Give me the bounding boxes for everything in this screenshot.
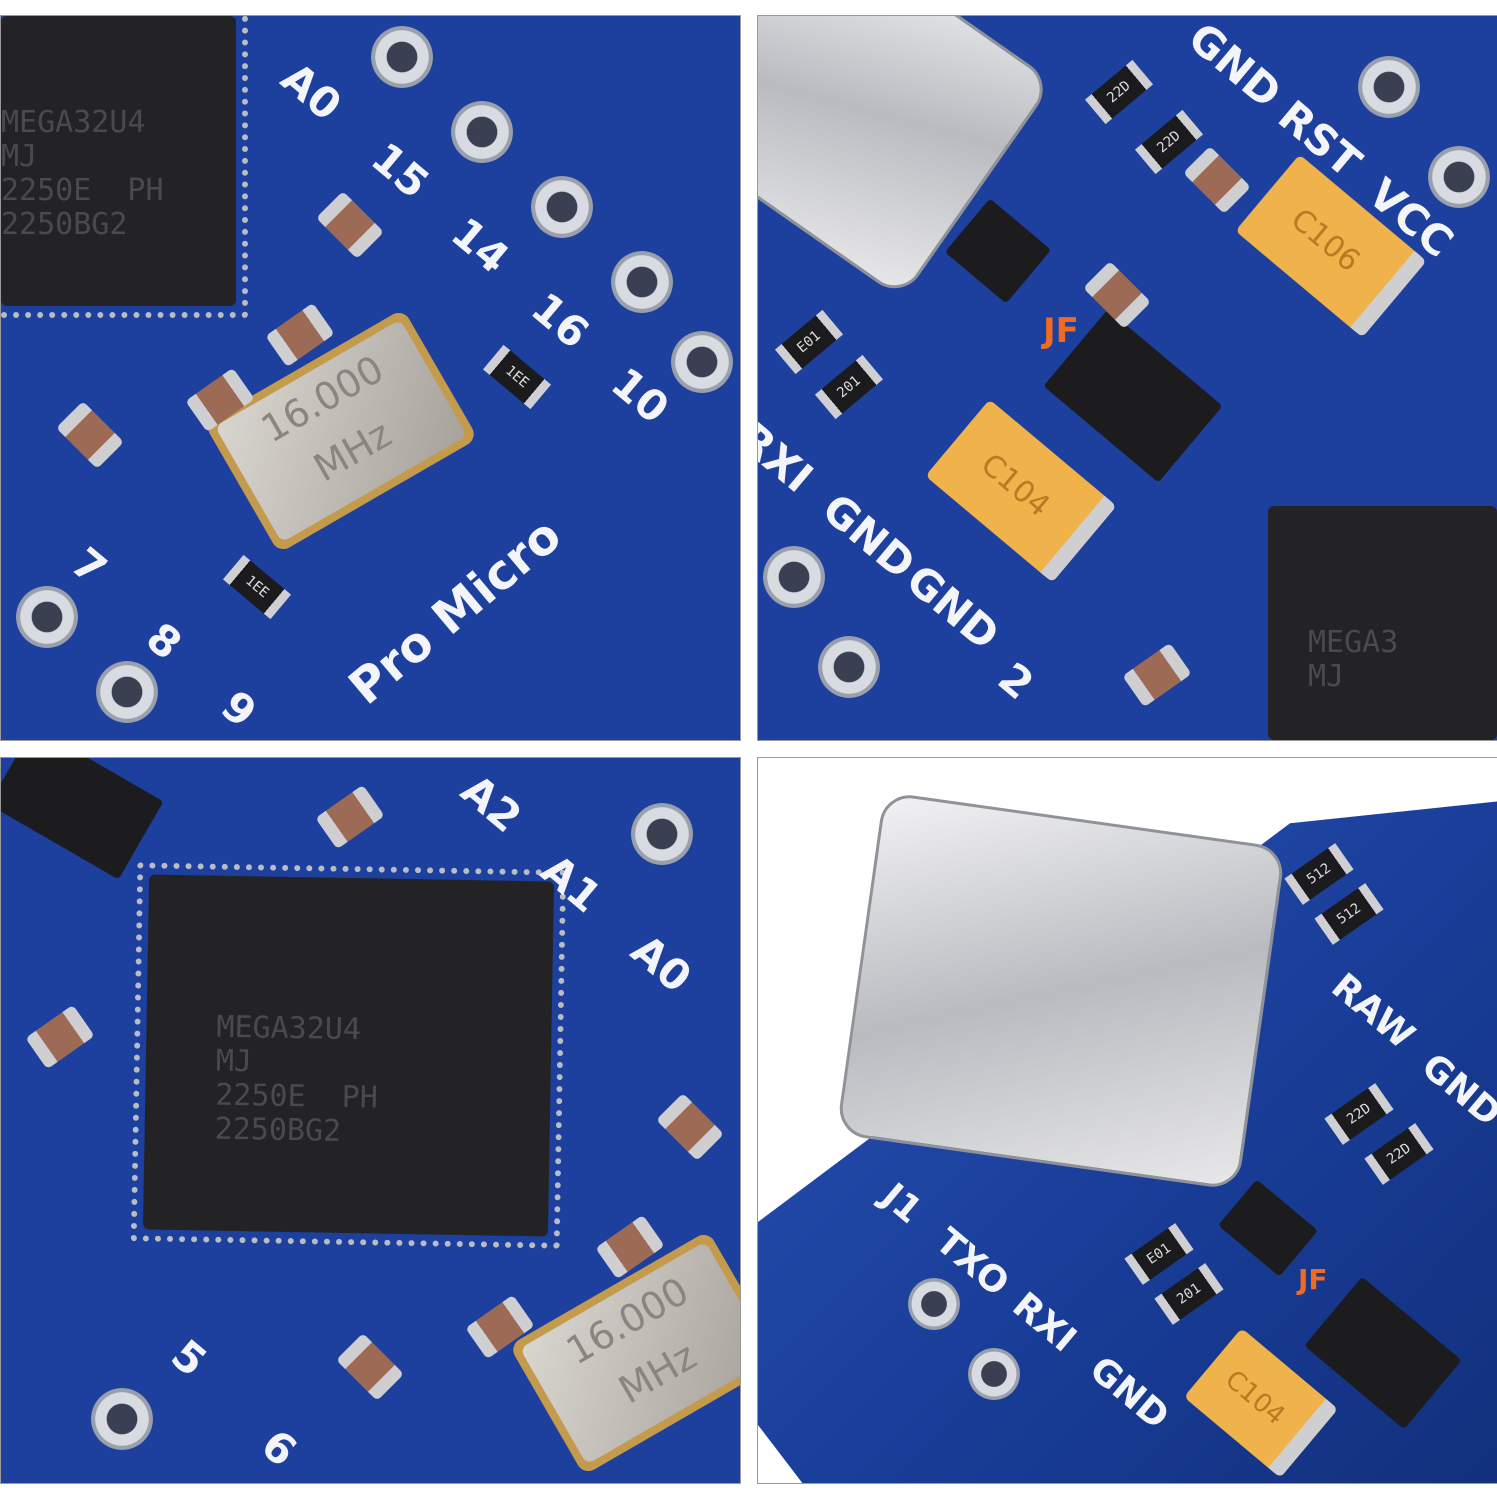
mcu-chip: MEGA32U4 MJ 2250E PH 2250BG2	[130, 862, 567, 1249]
pin-hole	[371, 26, 433, 88]
silk-label: 5	[162, 1329, 216, 1387]
capacitor	[316, 191, 384, 259]
silk-label: 2	[989, 652, 1043, 710]
capacitor	[656, 1093, 724, 1161]
resistor: 1EE	[222, 554, 292, 620]
pin-hole	[671, 331, 733, 393]
resistor: 22D	[1084, 59, 1154, 125]
usb-c-connector	[835, 791, 1287, 1191]
tantalum-capacitor: C104	[925, 399, 1117, 583]
mcu-chip: MEGA3 MJ	[1268, 506, 1497, 740]
capacitor	[315, 784, 385, 850]
pin-hole	[968, 1348, 1020, 1400]
crystal-oscillator: 16.000 MHz	[203, 308, 479, 554]
capacitor	[1183, 146, 1251, 214]
capacitor	[1083, 261, 1151, 329]
mcu-chip: MEGA32U4 MJ 2250E PH 2250BG2	[1, 16, 248, 318]
jf-logo: JF	[1298, 1263, 1328, 1296]
pin-hole	[1428, 146, 1490, 208]
silk-label: GND	[1179, 15, 1291, 118]
silk-label: GND	[813, 483, 925, 589]
silk-label: RXI	[757, 412, 823, 503]
silk-label: 6	[252, 1419, 306, 1477]
pin-hole	[91, 1388, 153, 1450]
silk-label: A0	[272, 52, 351, 131]
resistor: E01	[774, 309, 844, 375]
jf-logo: JF	[1043, 311, 1079, 351]
silk-label: 16	[522, 282, 599, 359]
pin-hole	[451, 101, 513, 163]
pin-hole	[818, 636, 880, 698]
resistor: 201	[814, 354, 884, 420]
photo-panel-bottom-left: MEGA32U4 MJ 2250E PH 2250BG2 A2 A1 A0 5 …	[0, 757, 741, 1484]
silk-label: 10	[602, 357, 679, 434]
capacitor	[25, 1004, 95, 1070]
capacitor	[56, 401, 124, 469]
silk-label: 8	[137, 612, 191, 670]
pin-hole	[611, 251, 673, 313]
pin-hole	[1358, 56, 1420, 118]
pin-hole	[16, 586, 78, 648]
capacitor	[1122, 642, 1192, 708]
silk-label: A2	[452, 764, 531, 843]
resistor: 1EE	[482, 344, 552, 410]
voltage-regulator	[1, 758, 164, 880]
photo-panel-bottom-right: 512 512 22D 22D E01 201 RAW GND J1 TXO R…	[757, 757, 1497, 1484]
pin-hole	[908, 1278, 960, 1330]
silk-label: GND	[897, 554, 1009, 660]
pin-hole	[763, 546, 825, 608]
pin-hole	[631, 803, 693, 865]
silk-label: 15	[362, 132, 439, 209]
board-name-label: Pro Micro	[338, 507, 572, 716]
silk-label: 14	[442, 207, 519, 284]
photo-panel-top-left: MEGA32U4 MJ 2250E PH 2250BG2 A0 15 14 16…	[0, 15, 741, 741]
silk-label: A0	[622, 924, 701, 1003]
capacitor	[336, 1333, 404, 1401]
pin-hole	[531, 176, 593, 238]
photo-panel-top-right: GND RST VCC RXI GND GND 2 C106 C104 22D …	[757, 15, 1497, 741]
pin-hole	[96, 661, 158, 723]
silk-label: 7	[62, 537, 116, 595]
silk-label: 9	[212, 680, 266, 738]
